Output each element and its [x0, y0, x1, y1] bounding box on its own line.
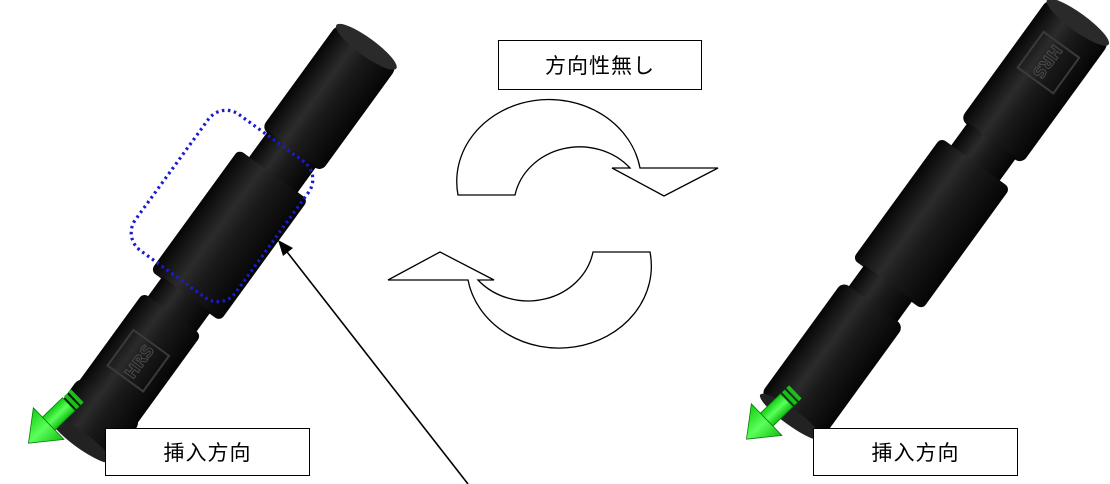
left-connector-neck-top	[248, 131, 317, 194]
left-connector-top-face	[335, 23, 397, 70]
left-connector-top-cap	[264, 26, 395, 169]
insert-arrow-right-stripe-1	[786, 385, 802, 402]
highlight-dotted-outline	[129, 108, 315, 304]
right-connector-middle-body	[854, 140, 1008, 308]
right-connector-neck-bottom	[847, 265, 913, 323]
insert-arrow-left-stripe-2	[63, 393, 80, 410]
right-connector-top-face	[1046, 0, 1110, 46]
no-orientation-label: 方向性無し	[498, 40, 702, 90]
curved-arrow-left-icon	[387, 251, 653, 349]
left-connector-middle-body	[152, 151, 306, 319]
left-connector-neck-bottom	[146, 276, 211, 334]
insert-arrow-left-stripe-1	[68, 389, 84, 406]
right-connector-logo-plate	[1016, 30, 1081, 95]
right-connector-neck-top	[950, 122, 1017, 183]
left-connector-logo-plate	[106, 328, 171, 393]
insert-arrow-right-head	[746, 402, 783, 440]
right-connector: HRS	[759, 0, 1110, 441]
insert-direction-label-right: 挿入方向	[813, 428, 1018, 476]
insert-direction-text-left: 挿入方向	[163, 441, 252, 465]
insert-direction-label-left: 挿入方向	[105, 428, 310, 476]
insert-arrow-left	[28, 389, 84, 444]
insert-arrow-right-stripe-2	[781, 389, 798, 406]
left-connector: HRS	[50, 23, 397, 463]
curved-arrow-right-icon	[456, 98, 719, 197]
pointer-arrowhead	[278, 240, 293, 256]
insert-direction-text-right: 挿入方向	[871, 441, 960, 465]
insert-arrow-right	[746, 385, 802, 440]
highlight-region	[129, 108, 315, 304]
no-orientation-text: 方向性無し	[545, 54, 655, 78]
insert-arrow-left-head	[28, 406, 65, 444]
pointer-line	[283, 247, 469, 484]
left-connector-tip-face	[50, 417, 111, 463]
